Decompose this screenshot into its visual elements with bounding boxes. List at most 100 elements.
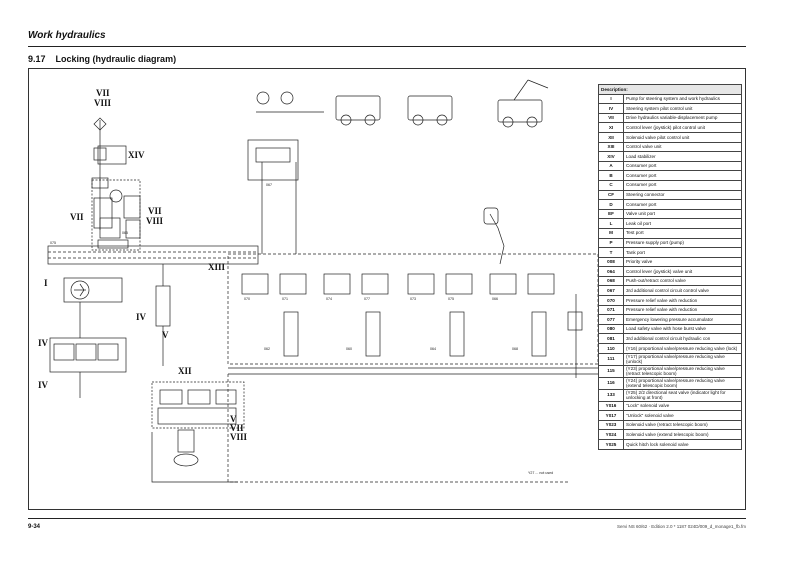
legend-description: "Lock" solenoid valve: [623, 400, 742, 412]
tag-065: 065: [122, 231, 128, 235]
legend-description: Steering system pilot control unit: [623, 103, 742, 114]
legend-row: Y016"Lock" solenoid valve: [598, 400, 742, 412]
legend-code: EF: [598, 208, 624, 220]
legend-description: (Y16) proportional valve/pressure reduci…: [623, 343, 742, 354]
legend-row: 116(Y24) proportional valve/pressure red…: [598, 376, 742, 390]
legend-description: Pressure relief valve with reduction: [623, 295, 742, 306]
legend-description: Test port: [623, 227, 742, 239]
legend-code: B: [598, 170, 624, 181]
legend-description: Valve unit port: [623, 208, 742, 220]
legend-row: 111(Y17) proportional valve/pressure red…: [598, 352, 742, 366]
legend-code: Y016: [598, 400, 624, 412]
legend-row: Y017"Unlock" solenoid valve: [598, 410, 742, 421]
label-iv-mid: IV: [136, 312, 147, 322]
tag-062: 062: [264, 347, 270, 351]
legend-description: Solenoid valve (retract telescopic boom): [623, 419, 742, 431]
legend-description: (Y25) 2/2 directional seat valve (indica…: [623, 388, 742, 402]
legend-description: (Y24) proportional valve/pressure reduci…: [623, 376, 742, 390]
legend-description: Solenoid valve (extend telescopic boom): [623, 429, 742, 440]
legend-code: C: [598, 179, 624, 191]
legend-code: P: [598, 237, 624, 249]
legend-description: Consumer port: [623, 199, 742, 210]
page-header-title: Work hydraulics: [28, 30, 106, 41]
bottom-note: Y27 ... not used: [528, 471, 553, 475]
legend-description: "Unlock" solenoid valve: [623, 410, 742, 421]
legend-code: VII: [598, 112, 624, 124]
legend-code: 110: [598, 343, 624, 354]
legend-row: 115(Y23) proportional valve/pressure red…: [598, 364, 742, 378]
legend-code: XII: [598, 131, 624, 143]
legend-description: Consumer port: [623, 179, 742, 191]
tag-060: 060: [346, 347, 352, 351]
legend-description: (Y17) proportional valve/pressure reduci…: [623, 352, 742, 366]
legend-description: Control valve unit: [623, 141, 742, 153]
label-iv-left-upper: IV: [38, 338, 49, 348]
legend-code: I: [598, 93, 624, 105]
tag-073: 073: [410, 297, 416, 301]
legend-description: Pressure supply port (pump): [623, 237, 742, 249]
legend-description: Quick hitch lock solenoid valve: [623, 439, 742, 450]
legend-description: Steering connector: [623, 189, 742, 201]
tag-077: 077: [364, 297, 370, 301]
tag-067: 067: [266, 183, 272, 187]
label-xiii: XIII: [208, 262, 226, 272]
tag-066: 066: [492, 297, 498, 301]
legend-code: 008: [598, 256, 624, 268]
label-iv-left-lower: IV: [38, 380, 49, 390]
legend-code: 081: [598, 333, 624, 345]
legend-code: XIV: [598, 151, 624, 162]
legend-code: 070: [598, 295, 624, 306]
label-xii: XII: [178, 366, 192, 376]
legend-code: M: [598, 227, 624, 239]
tag-064: 064: [430, 347, 436, 351]
legend-description: (Y23) proportional valve/pressure reduci…: [623, 364, 742, 378]
legend-description: Pump for steering system and work hydrau…: [623, 93, 742, 105]
legend-description: 3rd additional control circuit control v…: [623, 285, 742, 297]
legend-description: Consumer port: [623, 160, 742, 172]
legend-code: 067: [598, 285, 624, 297]
tag-tank: 075: [50, 241, 56, 245]
label-xiv: XIV: [128, 150, 145, 160]
legend-code: 077: [598, 314, 624, 325]
page-number: 9-34: [28, 524, 41, 530]
legend-code: XI: [598, 122, 624, 133]
legend-code: L: [598, 218, 624, 229]
legend-code: A: [598, 160, 624, 172]
legend-code: 064: [598, 266, 624, 277]
tag-075: 075: [448, 297, 454, 301]
legend-code: Y024: [598, 429, 624, 440]
legend-description: Load stabilizer: [623, 151, 742, 162]
legend-header: Description:: [598, 84, 742, 95]
legend-description: Drive hydraulics variable-displacement p…: [623, 112, 742, 124]
legend-description: Consumer port: [623, 170, 742, 181]
legend-code: Y025: [598, 439, 624, 450]
legend-row: 133(Y25) 2/2 directional seat valve (ind…: [598, 388, 742, 402]
legend-code: D: [598, 199, 624, 210]
legend-code: 071: [598, 304, 624, 316]
